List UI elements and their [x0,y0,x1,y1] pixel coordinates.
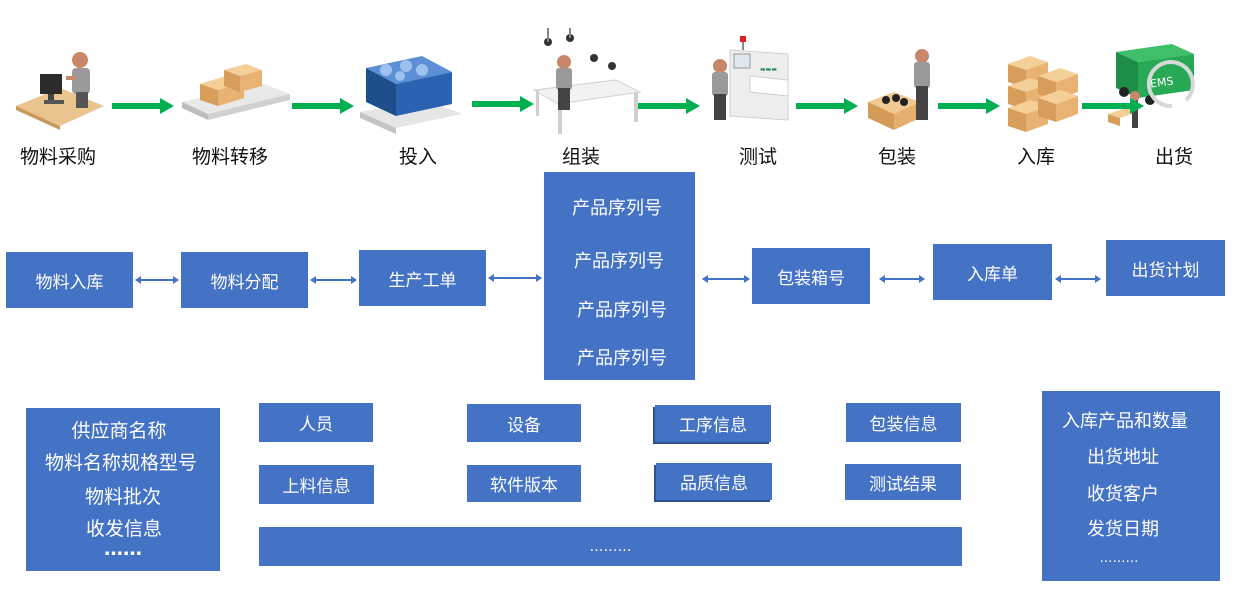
material-batch: 物料批次 [84,486,162,508]
shipping-more: ……… [1099,551,1139,566]
serial-number-3: 产品序列号 [577,300,667,321]
step-label-purchase: 物料采购 [19,146,97,168]
step-label-transfer: 物料转移 [191,146,269,168]
production-more-bar: ……… [259,527,962,566]
inbound-order-box: 入库单 [933,244,1052,300]
packing-box-number-box: 包装箱号 [752,248,870,304]
work-order-box: 生产工单 [359,250,486,306]
serial-number-1: 产品序列号 [572,198,662,219]
shipping-address: 出货地址 [1087,447,1159,468]
stacked-boxes-icon [1002,44,1082,136]
svg-text:▬▬▬: ▬▬▬ [760,66,777,73]
software-version-box: 软件版本 [467,465,581,502]
flow-arrow-7 [1082,98,1144,114]
personnel-box: 人员 [259,403,373,442]
receiving-customer: 收货客户 [1087,484,1159,505]
svg-text:EMS: EMS [1149,74,1174,90]
boxes-on-pallet-icon [180,58,292,122]
flow-arrow-4 [638,98,700,114]
flow-arrow-5 [796,98,858,114]
parts-bin-icon [356,50,464,134]
link-allocation-workorder [310,276,357,284]
packing-info-box: 包装信息 [846,403,961,442]
test-station-icon: ▬▬▬ [704,36,792,128]
link-inbound-allocation [135,276,179,284]
material-spec: 物料名称规格型号 [44,452,198,474]
supplier-info-box: 供应商名称 物料名称规格型号 物料批次 收发信息 …… [26,408,220,571]
flow-arrow-1 [112,98,174,114]
feeding-info-box: 上料信息 [259,465,374,504]
step-label-packing: 包装 [877,146,917,168]
packing-worker-icon [864,46,944,134]
step-label-test: 测试 [738,146,778,168]
delivery-truck-icon: EMS [1102,40,1198,138]
assembly-line-icon [524,28,642,136]
computer-worker-icon [14,48,106,130]
step-label-assembly: 组装 [561,146,601,168]
step-label-shipping: 出货 [1154,146,1194,168]
process-info-box: 工序信息 [655,405,771,442]
test-result-box: 测试结果 [845,464,961,500]
link-workorder-serials [488,274,542,282]
shipping-info-box: 入库产品和数量 出货地址 收货客户 发货日期 ……… [1042,391,1220,581]
inbound-products-qty: 入库产品和数量 [1062,411,1188,432]
serial-number-box: 产品序列号 产品序列号 产品序列号 产品序列号 [544,172,695,380]
supplier-name: 供应商名称 [71,420,167,442]
material-inbound-box: 物料入库 [6,252,133,308]
flow-arrow-6 [938,98,1000,114]
quality-info-box: 品质信息 [656,463,772,500]
material-allocation-box: 物料分配 [181,252,308,308]
serial-number-2: 产品序列号 [574,251,664,272]
link-packingbox-inbound [879,275,925,283]
link-serials-packingbox [702,275,750,283]
shipping-date: 发货日期 [1087,519,1159,540]
shipping-plan-box: 出货计划 [1106,240,1225,296]
flow-arrow-2 [292,98,354,114]
flow-arrow-3 [472,96,534,112]
link-inbound-shipping [1055,275,1101,283]
supplier-more: …… [104,538,142,560]
serial-number-4: 产品序列号 [577,348,667,369]
step-label-input: 投入 [398,146,438,168]
equipment-box: 设备 [467,404,581,442]
step-label-warehousing: 入库 [1016,146,1056,168]
send-receive-info: 收发信息 [85,518,163,540]
